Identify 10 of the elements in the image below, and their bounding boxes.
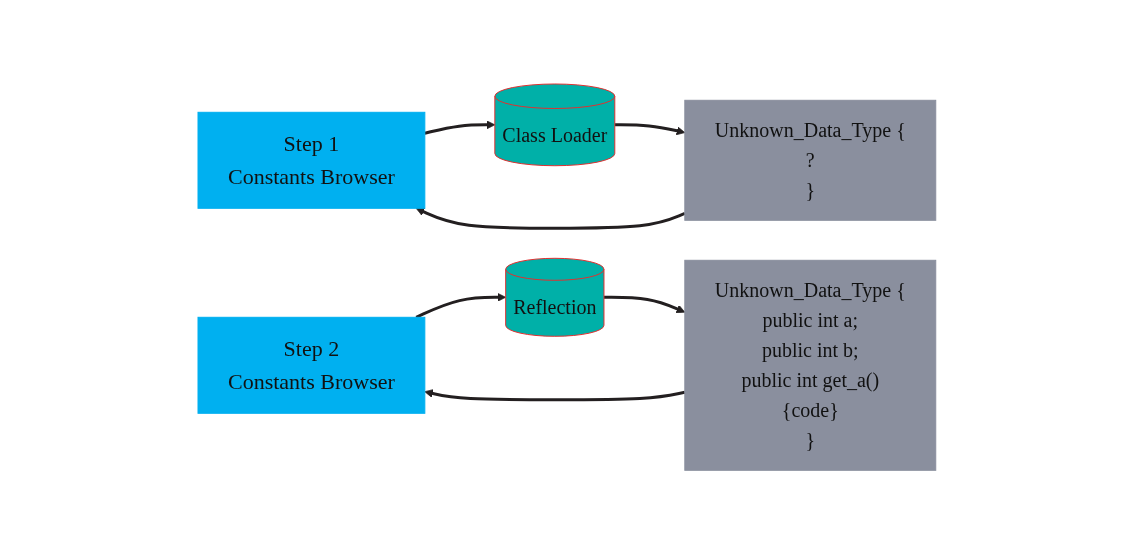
arrow bbox=[415, 207, 686, 231]
node-box: Unknown_Data_Type { public int a; public int b; public int get_a() {code} } bbox=[683, 260, 936, 472]
arrow bbox=[614, 123, 685, 136]
node-box: Step 1 Constants Browser bbox=[197, 112, 425, 210]
arrow bbox=[424, 389, 685, 402]
arrow bbox=[415, 293, 506, 319]
arrow bbox=[603, 296, 685, 314]
arrow bbox=[424, 120, 495, 136]
node-box: Unknown_Data_Type { ? } bbox=[683, 100, 936, 222]
node-box: Step 2 Constants Browser bbox=[197, 317, 425, 415]
